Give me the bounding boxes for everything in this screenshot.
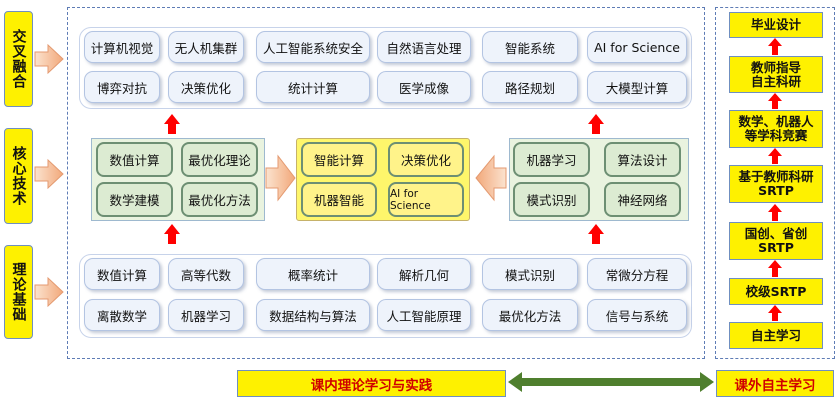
ladder-step-research-srtp: 基于教师科研 SRTP xyxy=(729,165,823,203)
theory-chip: 最优化方法 xyxy=(482,299,578,331)
cross-chip: 人工智能系统安全 xyxy=(256,31,370,63)
ladder-step-text: 国创、省创 SRTP xyxy=(744,226,808,255)
ladder-step-text: 数学、机器人 等学科竞赛 xyxy=(738,114,814,143)
cross-chip: 医学成像 xyxy=(377,71,471,103)
theory-chip: 数据结构与算法 xyxy=(256,299,370,331)
theory-chip: 数值计算 xyxy=(84,258,160,290)
side-label-text: 理论基础 xyxy=(10,262,27,322)
core-left-chip: 数学建模 xyxy=(96,182,173,217)
theory-chip: 信号与系统 xyxy=(587,299,687,331)
theory-chip: 机器学习 xyxy=(168,299,244,331)
side-label-text: 核心技术 xyxy=(10,146,27,206)
theory-chip: 人工智能原理 xyxy=(377,299,471,331)
core-right-chip: 模式识别 xyxy=(513,182,590,217)
ladder-step-text: 教师指导 自主科研 xyxy=(750,59,801,89)
red-up-arrow-icon xyxy=(164,224,180,244)
theory-chip: 离散数学 xyxy=(84,299,160,331)
red-up-arrow-icon xyxy=(768,148,782,164)
in-class-learning-label: 课内理论学习与实践 xyxy=(310,377,433,394)
ladder-step-national-provincial-srtp: 国创、省创 SRTP xyxy=(729,222,823,260)
in-class-learning-box: 课内理论学习与实践 xyxy=(237,370,506,397)
core-center-chip: 智能计算 xyxy=(301,142,377,177)
core-center-chip: AI for Science xyxy=(388,182,464,217)
red-up-arrow-icon xyxy=(588,224,604,244)
cross-chip: 智能系统 xyxy=(482,31,578,63)
cross-chip: AI for Science xyxy=(587,31,687,63)
main-dashed-frame xyxy=(67,7,705,359)
cross-chip: 博弈对抗 xyxy=(84,71,160,103)
cross-chip: 无人机集群 xyxy=(168,31,244,63)
cross-chip: 决策优化 xyxy=(168,71,244,103)
peach-arrow-right-icon xyxy=(34,158,64,190)
red-up-arrow-icon xyxy=(164,114,180,134)
green-double-arrow-icon xyxy=(508,372,714,392)
red-up-arrow-icon xyxy=(768,93,782,109)
red-up-arrow-icon xyxy=(768,204,782,221)
ladder-step-competitions: 数学、机器人 等学科竞赛 xyxy=(729,110,823,148)
cross-chip: 自然语言处理 xyxy=(377,31,471,63)
side-label-cross-fusion: 交叉融合 xyxy=(4,11,33,107)
ladder-step-text: 基于教师科研 SRTP xyxy=(738,169,814,198)
ladder-step-text: 校级SRTP xyxy=(745,283,807,299)
ladder-step-self-study: 自主学习 xyxy=(729,322,823,349)
cross-chip: 计算机视觉 xyxy=(84,31,160,63)
red-up-arrow-icon xyxy=(588,114,604,134)
side-label-theory: 理论基础 xyxy=(4,245,33,339)
ladder-step-guided-research: 教师指导 自主科研 xyxy=(729,56,823,93)
red-up-arrow-icon xyxy=(768,305,782,321)
ladder-step-text: 毕业设计 xyxy=(750,17,801,32)
ladder-dashed-frame xyxy=(715,7,835,359)
extracurricular-learning-label: 课外自主学习 xyxy=(734,377,816,394)
core-left-chip: 最优化方法 xyxy=(181,182,258,217)
peach-arrow-right-icon xyxy=(265,154,296,202)
theory-chip: 常微分方程 xyxy=(587,258,687,290)
theory-chip: 解析几何 xyxy=(377,258,471,290)
core-center-chip: 决策优化 xyxy=(388,142,464,177)
side-label-core-tech: 核心技术 xyxy=(4,128,33,224)
core-left-chip: 最优化理论 xyxy=(181,142,258,177)
theory-chip: 模式识别 xyxy=(482,258,578,290)
core-right-chip: 机器学习 xyxy=(513,142,590,177)
core-center-chip: 机器智能 xyxy=(301,182,377,217)
peach-arrow-left-icon xyxy=(475,154,507,202)
peach-arrow-right-icon xyxy=(34,276,64,308)
peach-arrow-right-icon xyxy=(34,43,64,75)
theory-chip: 高等代数 xyxy=(168,258,244,290)
red-up-arrow-icon xyxy=(768,38,782,55)
ladder-step-graduation-project: 毕业设计 xyxy=(729,12,823,38)
cross-chip: 路径规划 xyxy=(482,71,578,103)
core-right-chip: 神经网络 xyxy=(604,182,681,217)
core-right-chip: 算法设计 xyxy=(604,142,681,177)
extracurricular-learning-box: 课外自主学习 xyxy=(716,370,834,397)
red-up-arrow-icon xyxy=(768,260,782,277)
ladder-step-text: 自主学习 xyxy=(750,327,801,343)
core-left-chip: 数值计算 xyxy=(96,142,173,177)
cross-chip: 统计计算 xyxy=(256,71,370,103)
cross-chip: 大模型计算 xyxy=(587,71,687,103)
side-label-text: 交叉融合 xyxy=(10,29,27,89)
theory-chip: 概率统计 xyxy=(256,258,370,290)
ladder-step-school-srtp: 校级SRTP xyxy=(729,278,823,305)
